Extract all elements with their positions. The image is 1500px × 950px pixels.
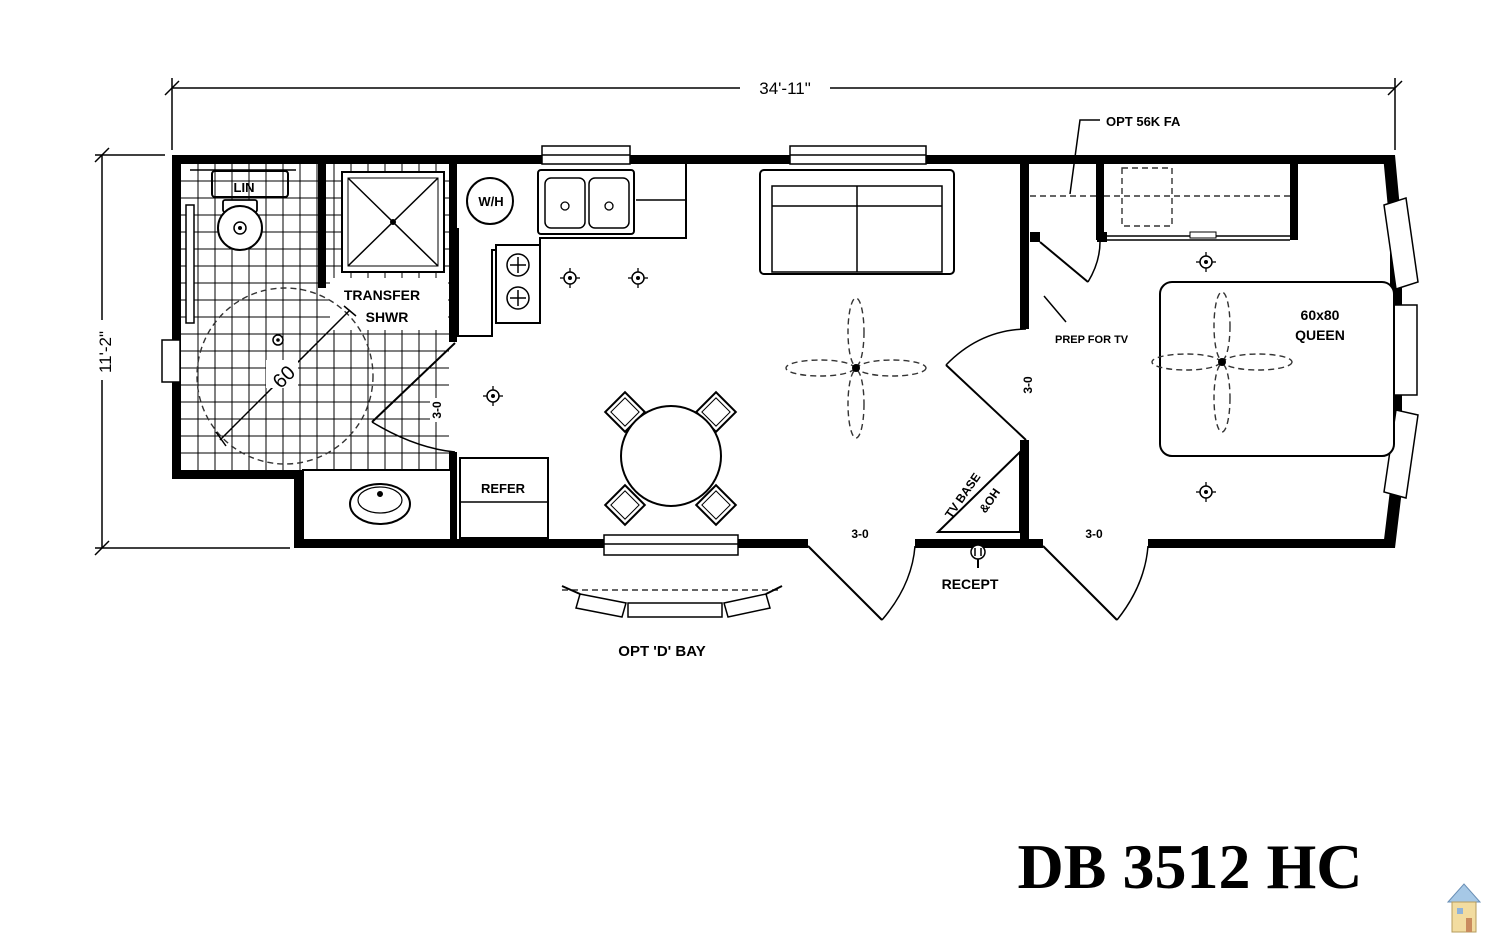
bed-size-label: 60x80	[1301, 307, 1340, 323]
toilet-icon	[217, 199, 263, 251]
shower-icon	[341, 171, 445, 273]
house-logo-icon	[1446, 883, 1482, 933]
furnace-option: OPT 56K FA	[1069, 114, 1181, 195]
range-stove-icon	[495, 244, 541, 324]
bathroom: LIN TRANSFER SHWR 60	[185, 169, 456, 541]
sofa-icon	[759, 169, 955, 275]
bath-door[interactable]: 3-0	[371, 342, 456, 453]
bedroom-entry-door-label: 3-0	[1085, 527, 1103, 541]
receptacle-icon	[970, 544, 986, 568]
overall-width-label: 11'-2"	[96, 331, 115, 373]
furnace-option-label: OPT 56K FA	[1106, 114, 1181, 129]
bed-type-label: QUEEN	[1295, 327, 1345, 343]
transfer-shower-label: TRANSFER	[344, 287, 420, 303]
bedroom-door[interactable]: 3-0	[945, 328, 1040, 441]
bay-option-label: OPT 'D' BAY	[618, 643, 705, 660]
ceiling-light-icon	[1196, 252, 1216, 272]
ceiling-fan-icon	[785, 297, 927, 439]
queen-bed-icon	[1159, 281, 1395, 457]
bath-door-label: 3-0	[430, 401, 444, 419]
bedroom-door-label: 3-0	[1021, 376, 1035, 394]
ceiling-light-icon	[1196, 482, 1216, 502]
bedroom-entry-door[interactable]: 3-0	[1042, 527, 1149, 621]
overall-width-dimension: 11'-2"	[90, 147, 290, 556]
linen-label: LIN	[234, 180, 255, 195]
refrigerator-label: REFER	[481, 481, 526, 496]
living-dining: 3-0 TV BASE &OH 3-0 RECEPT	[561, 169, 1040, 660]
water-heater-icon: W/H	[466, 177, 514, 225]
receptacle-label: RECEPT	[942, 576, 999, 592]
turning-circle: 60	[196, 287, 374, 465]
ceiling-light-icon	[628, 268, 648, 288]
model-title: DB 3512 HC	[1018, 831, 1363, 902]
tv-base-label: TV BASE	[942, 470, 983, 521]
optional-bay-window	[561, 585, 783, 618]
tv-prep-label: PREP FOR TV	[1055, 334, 1129, 346]
overall-length-label: 34'-11"	[759, 79, 811, 98]
interior-walls	[318, 164, 1298, 540]
living-entry-door-label: 3-0	[851, 527, 869, 541]
living-entry-door[interactable]: 3-0	[807, 527, 916, 621]
kitchen-sink-icon	[537, 169, 635, 235]
ceiling-light-icon	[483, 386, 503, 406]
water-heater-label: W/H	[478, 194, 503, 209]
tv-base: TV BASE &OH	[935, 449, 1021, 533]
ceiling-light-icon	[560, 268, 580, 288]
overall-length-dimension: 34'-11"	[164, 76, 1403, 150]
refrigerator: REFER	[459, 457, 549, 539]
transfer-shower-label-2: SHWR	[366, 309, 409, 325]
kitchen: W/H REFER	[457, 164, 687, 539]
dining-table-icon	[603, 390, 738, 527]
bedroom: OPT 56K FA PREP FOR TV 60x80 QUEEN 3-0	[1030, 114, 1395, 621]
bedroom-ceiling-fan-icon	[1151, 291, 1293, 433]
windows	[161, 145, 1419, 556]
lavatory-sink-icon	[302, 469, 452, 541]
